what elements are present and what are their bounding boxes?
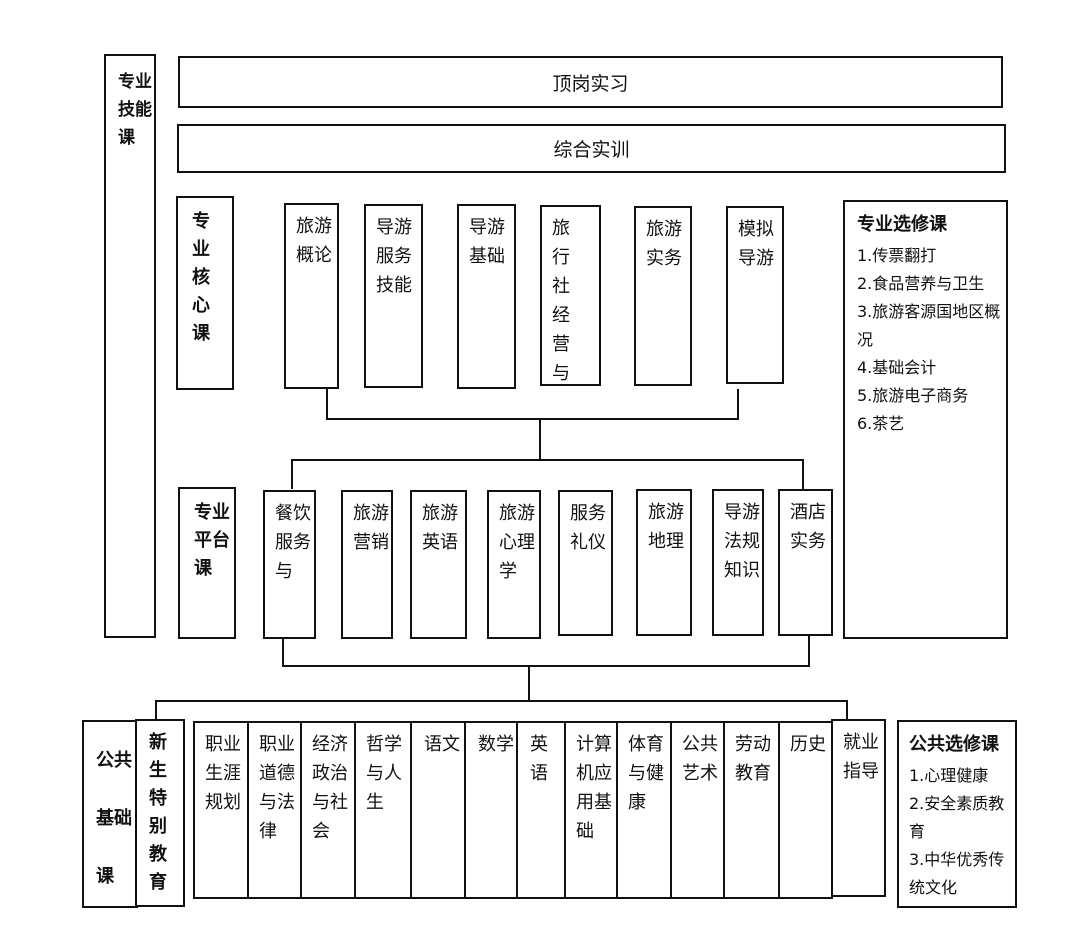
public-course-9: 计算机应用基础 (564, 721, 618, 899)
connector (528, 665, 530, 701)
core-course-5: 旅游实务 (634, 206, 692, 386)
elective-item: 3.旅游客源国地区概况 (857, 302, 1001, 349)
skill-course-label: 专业技能课 (104, 54, 156, 638)
platform-course-8: 酒店实务 (778, 489, 833, 636)
public-course-11: 公共艺术 (670, 721, 725, 899)
public-course-2: 职业生涯规划 (193, 721, 249, 899)
public-course-1: 新生特别教育 (135, 719, 185, 907)
core-course-4: 旅行社经营与 (540, 205, 601, 386)
public-course-8: 英语 (516, 721, 566, 899)
public-elective-box: 公共选修课 1.心理健康 2.安全素质教育 3.中华优秀传统文化 (897, 720, 1017, 908)
connector (291, 459, 804, 461)
connector (802, 459, 804, 489)
platform-course-4: 旅游心理学 (487, 490, 541, 639)
core-course-label: 专业核心课 (176, 196, 234, 390)
platform-course-1: 餐饮服务与 (263, 490, 316, 639)
elective-item: 5.旅游电子商务 (857, 386, 969, 405)
connector (282, 639, 284, 666)
internship-box: 顶岗实习 (178, 56, 1003, 108)
public-course-10: 体育与健康 (616, 721, 672, 899)
core-course-3: 导游基础 (457, 204, 516, 389)
major-elective-box: 专业选修课 1.传票翻打 2.食品营养与卫生 3.旅游客源国地区概况 4.基础会… (843, 200, 1008, 639)
elective-item: 2.安全素质教育 (909, 794, 1005, 841)
platform-course-3: 旅游英语 (410, 490, 467, 639)
comprehensive-training-box: 综合实训 (177, 124, 1006, 173)
connector (326, 418, 739, 420)
elective-item: 3.中华优秀传统文化 (909, 850, 1005, 897)
connector (326, 389, 328, 419)
connector (291, 459, 293, 489)
elective-item: 1.传票翻打 (857, 246, 937, 265)
connector (737, 389, 739, 419)
platform-course-5: 服务礼仪 (558, 490, 613, 636)
connector (539, 418, 541, 460)
core-course-6: 模拟导游 (726, 206, 784, 384)
connector (155, 700, 848, 702)
connector (155, 700, 157, 720)
elective-item: 4.基础会计 (857, 358, 937, 377)
public-course-4: 经济政治与社会 (300, 721, 356, 899)
platform-course-2: 旅游营销 (341, 490, 393, 639)
core-course-1: 旅游概论 (284, 203, 339, 389)
public-course-12: 劳动教育 (723, 721, 780, 899)
public-course-13: 历史 (778, 721, 833, 899)
public-course-3: 职业道德与法律 (247, 721, 302, 899)
platform-course-6: 旅游地理 (636, 489, 692, 636)
elective-item: 6.茶艺 (857, 414, 905, 433)
connector (846, 700, 848, 720)
public-course-6: 语文 (410, 721, 466, 899)
platform-course-7: 导游法规知识 (712, 489, 764, 636)
public-elective-title: 公共选修课 (909, 734, 999, 755)
public-course-5: 哲学与人生 (354, 721, 412, 899)
major-elective-title: 专业选修课 (857, 214, 947, 235)
elective-item: 1.心理健康 (909, 766, 989, 785)
platform-course-label: 专业平台课 (178, 487, 236, 639)
public-course-label: 公共基础课 (82, 720, 138, 908)
public-course-7: 数学 (464, 721, 518, 899)
connector (282, 665, 810, 667)
core-course-2: 导游服务技能 (364, 204, 423, 388)
connector (808, 636, 810, 666)
public-course-14: 就业指导 (831, 719, 886, 897)
elective-item: 2.食品营养与卫生 (857, 274, 985, 293)
